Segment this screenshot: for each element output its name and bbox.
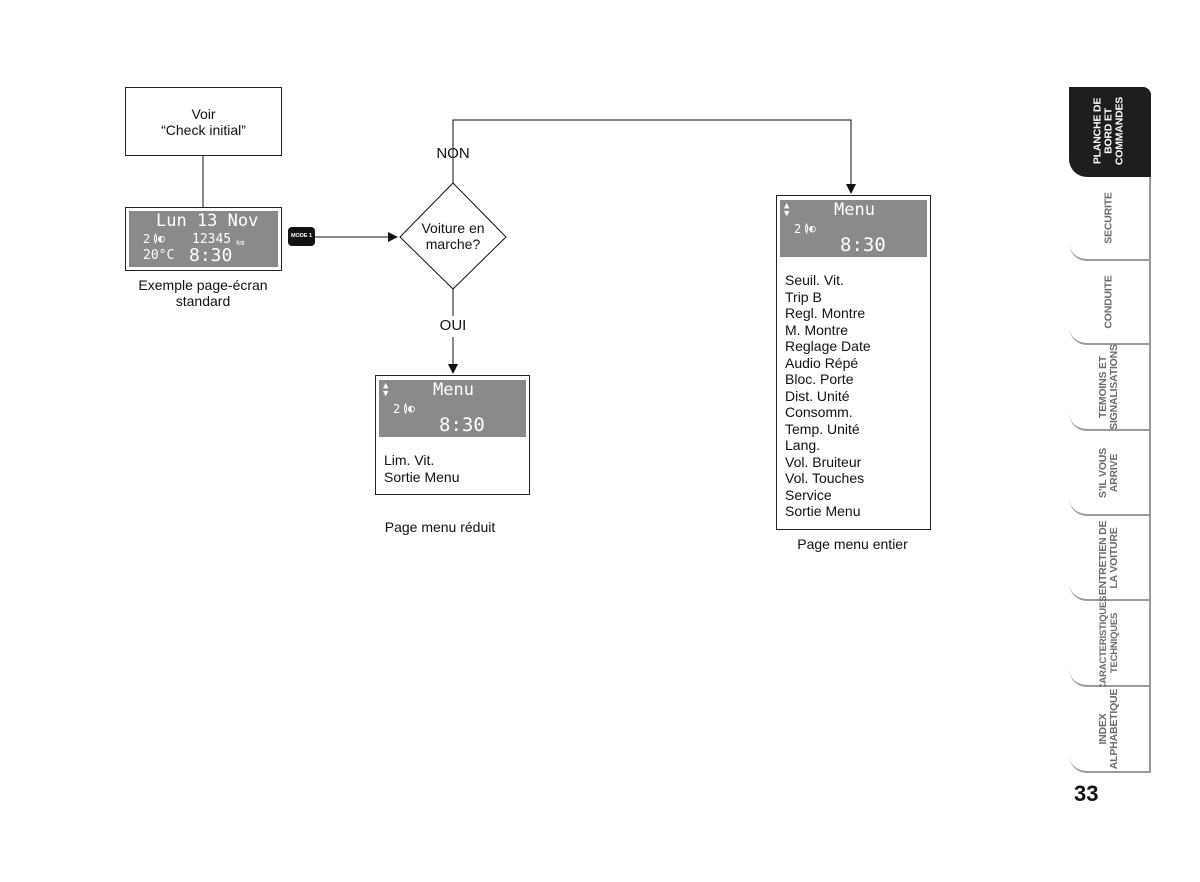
standard-caption-line1: Exemple page-écran	[138, 277, 268, 293]
reduced-menu-header: Menu	[433, 380, 474, 400]
tab-label: ENTRETIEN DE LA VOITURE	[1097, 520, 1120, 595]
menu-item[interactable]: Trip B	[785, 288, 822, 305]
menu-item[interactable]: Vol. Touches	[785, 470, 865, 486]
tab-caracteristiques[interactable]: CARACTERISTIQUES TECHNIQUES	[1069, 596, 1151, 690]
reduced-menu-lcd: ▲▼ Menu 2 ≬◐ 8:30	[379, 380, 526, 437]
full-menu-items: Seuil. Vit. Trip B Regl. Montre M. Montr…	[785, 272, 871, 520]
connector-no-to-full-menu	[452, 119, 856, 194]
standard-lcd-display: Lun 13 Nov 2 ≬◐ 12345 km 20°C 8:30	[129, 211, 278, 267]
full-menu-lcd: ▲▼ Menu 2 ≬◐ 8:30	[780, 200, 927, 257]
reduced-menu-page: ▲▼ Menu 2 ≬◐ 8:30 Lim. Vit. Sortie Menu	[375, 375, 530, 495]
tab-label-line: COMMANDES	[1113, 96, 1126, 166]
standard-gear: 2	[143, 232, 151, 246]
tab-label-line: LA VOITURE	[1108, 526, 1120, 589]
tab-label: SECURITE	[1102, 192, 1115, 244]
reduced-menu-time: 8:30	[439, 414, 485, 436]
mode-1-button[interactable]: MODE 1	[288, 227, 315, 246]
mode-1-label: MODE 1	[290, 233, 313, 239]
menu-item[interactable]: Audio Répé	[785, 354, 859, 371]
tab-securite[interactable]: SECURITE	[1069, 177, 1151, 261]
menu-item[interactable]: Service	[785, 486, 832, 503]
standard-odometer: 12345	[192, 232, 232, 247]
tab-label-line: ALPHABETIQUE	[1108, 688, 1120, 770]
page-number: 33	[1074, 781, 1099, 806]
decision-line1: Voiture en	[421, 220, 485, 236]
menu-item[interactable]: Regl. Montre	[785, 305, 866, 321]
decision-line2: marche?	[425, 236, 481, 252]
updown-arrows-icon: ▲▼	[383, 381, 389, 399]
menu-item[interactable]: Vol. Bruiteur	[785, 453, 862, 470]
headlight-icon: ≬◐	[153, 232, 165, 245]
full-menu-caption: Page menu entier	[797, 536, 908, 552]
headlight-icon: ≬◐	[804, 222, 816, 235]
tab-label-line: TECHNIQUES	[1109, 612, 1120, 674]
tab-label-line: SECURITE	[1102, 192, 1115, 244]
tab-conduite[interactable]: CONDUITE	[1069, 261, 1151, 345]
full-menu-gear: 2	[794, 222, 802, 236]
standard-screen-frame: Lun 13 Nov 2 ≬◐ 12345 km 20°C 8:30	[125, 207, 282, 271]
tab-temoins[interactable]: TEMOINS ET SIGNALISATIONS	[1069, 344, 1151, 431]
headlight-icon: ≬◐	[403, 402, 415, 415]
yes-label: OUI	[439, 317, 467, 334]
tab-label-line: CONDUITE	[1102, 275, 1115, 329]
standard-time: 8:30	[189, 245, 233, 266]
tab-entretien[interactable]: ENTRETIEN DE LA VOITURE	[1069, 516, 1151, 601]
check-initial-box: Voir “Check initial”	[125, 87, 282, 156]
tab-label: TEMOINS ET SIGNALISATIONS	[1097, 344, 1120, 430]
decision-text: Voiture en marche?	[408, 220, 498, 252]
standard-date: Lun 13 Nov	[156, 211, 259, 231]
menu-item[interactable]: Lang.	[785, 437, 821, 453]
full-menu-header: Menu	[834, 200, 875, 220]
standard-odometer-unit: km	[236, 239, 245, 247]
reduced-menu-items: Lim. Vit. Sortie Menu	[384, 452, 459, 485]
tab-label-line: SIGNALISATIONS	[1108, 344, 1120, 430]
menu-item[interactable]: Seuil. Vit.	[785, 272, 844, 288]
tab-label: CARACTERISTIQUES TECHNIQUES	[1098, 596, 1120, 690]
reduced-menu-gear: 2	[393, 402, 401, 416]
full-menu-time: 8:30	[840, 234, 886, 256]
menu-item[interactable]: Temp. Unité	[785, 420, 860, 437]
tab-label: S’IL VOUS ARRIVE	[1097, 448, 1120, 498]
full-menu-page: ▲▼ Menu 2 ≬◐ 8:30 Seuil. Vit. Trip B Reg…	[776, 195, 931, 530]
check-initial-line2: “Check initial”	[161, 122, 246, 138]
menu-item[interactable]: Lim. Vit.	[384, 452, 435, 468]
tab-label: CONDUITE	[1102, 275, 1115, 329]
standard-temperature: 20°C	[143, 248, 175, 263]
tab-label-line: CARACTERISTIQUES	[1098, 595, 1109, 691]
no-label: NON	[436, 145, 470, 162]
tab-sil-vous-arrive[interactable]: S’IL VOUS ARRIVE	[1069, 431, 1151, 516]
tab-label: PLANCHE DE BORD ET COMMANDES	[1092, 96, 1126, 166]
tab-index[interactable]: INDEX ALPHABETIQUE	[1069, 687, 1151, 773]
tab-label: INDEX ALPHABETIQUE	[1097, 688, 1120, 770]
check-initial-line1: Voir	[191, 106, 216, 122]
standard-caption-line2: standard	[175, 293, 231, 309]
reduced-menu-caption: Page menu réduit	[384, 519, 496, 535]
menu-item[interactable]: Dist. Unité	[785, 387, 850, 404]
updown-arrows-icon: ▲▼	[784, 201, 790, 219]
menu-item[interactable]: Sortie Menu	[785, 503, 861, 519]
menu-item[interactable]: M. Montre	[785, 321, 849, 338]
menu-item[interactable]: Consomm.	[785, 404, 853, 420]
standard-screen-caption: Exemple page-écran standard	[115, 277, 291, 309]
tab-planche-de-bord[interactable]: PLANCHE DE BORD ET COMMANDES	[1069, 87, 1151, 177]
menu-item[interactable]: Bloc. Porte	[785, 371, 854, 387]
menu-item[interactable]: Reglage Date	[785, 338, 871, 354]
tab-label-line: ARRIVE	[1108, 453, 1120, 492]
menu-item[interactable]: Sortie Menu	[384, 468, 460, 485]
